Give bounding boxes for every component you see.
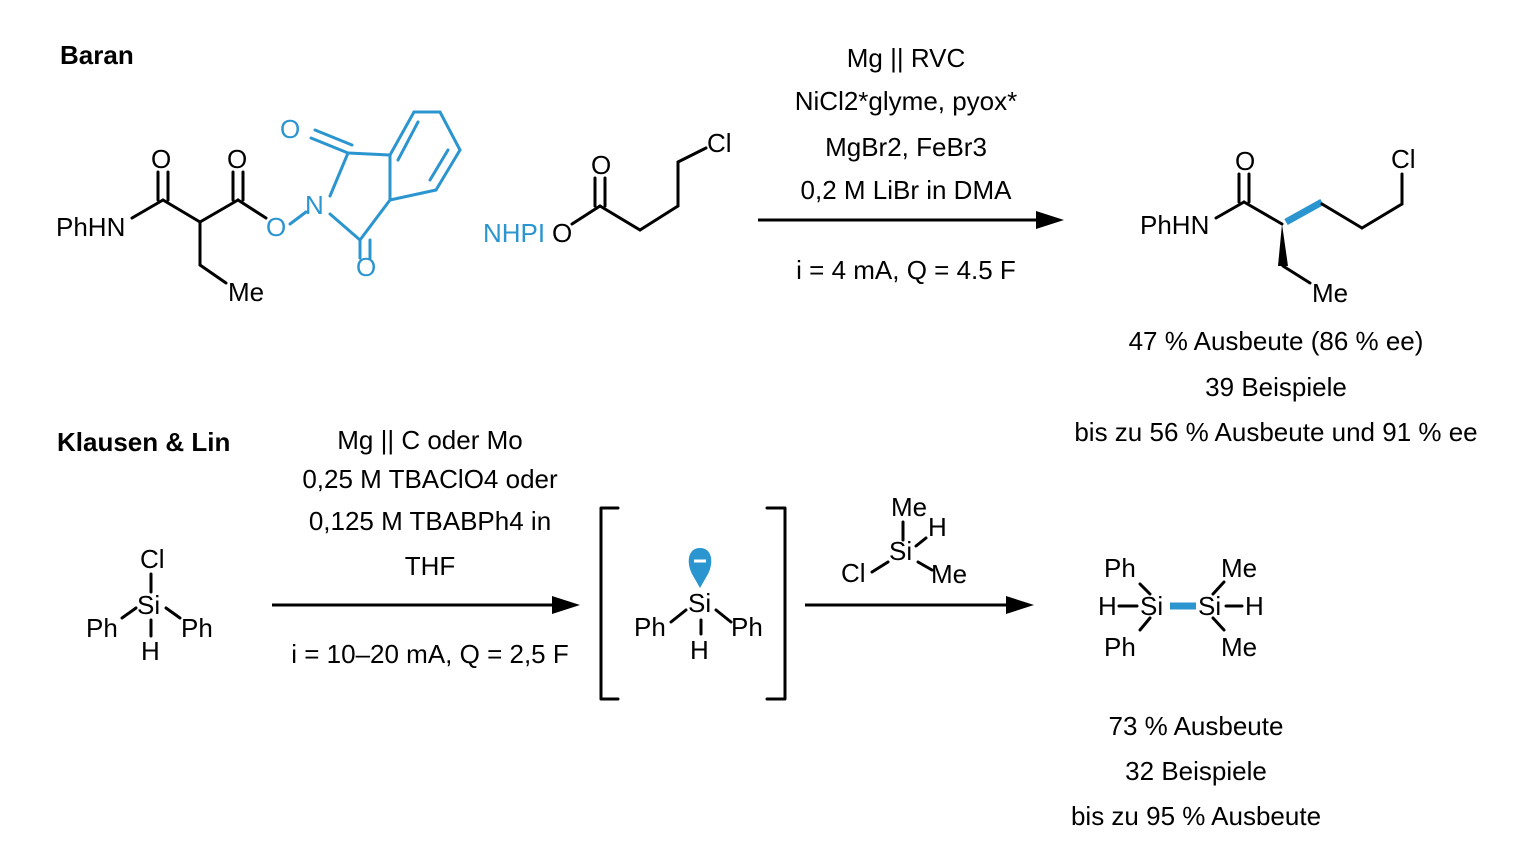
svg-text:Cl: Cl <box>841 558 866 588</box>
baran-header: Baran <box>60 40 134 70</box>
svg-text:NiCl2*glyme, pyox*: NiCl2*glyme, pyox* <box>795 86 1018 116</box>
svg-text:O: O <box>280 114 300 144</box>
svg-text:Ph: Ph <box>181 613 213 643</box>
svg-text:H: H <box>1245 591 1264 621</box>
svg-text:bis zu 95 % Ausbeute: bis zu 95 % Ausbeute <box>1071 801 1321 831</box>
svg-text:O: O <box>356 252 376 282</box>
svg-text:i = 10–20 mA, Q = 2,5 F: i = 10–20 mA, Q = 2,5 F <box>291 639 568 669</box>
svg-text:MgBr2, FeBr3: MgBr2, FeBr3 <box>825 132 987 162</box>
svg-text:Me: Me <box>228 277 264 307</box>
svg-text:Si: Si <box>1140 591 1163 621</box>
svg-text:0,25 M TBAClO4 oder: 0,25 M TBAClO4 oder <box>302 464 558 494</box>
baran-substrate: PhHN O O Me O N O O <box>56 110 462 307</box>
klausen-results: 73 % Ausbeute 32 Beispiele bis zu 95 % A… <box>1071 711 1321 831</box>
svg-text:Cl: Cl <box>707 128 732 158</box>
svg-text:Si: Si <box>1198 591 1221 621</box>
klausen-reagent: Me H Si Cl Me <box>841 492 967 589</box>
svg-text:Me: Me <box>1312 278 1348 308</box>
klausen-product: Ph H Si Ph Si H Me Me <box>1098 553 1264 662</box>
svg-text:Si: Si <box>137 590 160 620</box>
svg-text:Ph: Ph <box>1104 553 1136 583</box>
svg-text:Cl: Cl <box>1391 144 1416 174</box>
svg-text:Cl: Cl <box>140 544 165 574</box>
svg-text:H: H <box>928 512 947 542</box>
svg-text:O: O <box>151 144 171 174</box>
baran-reagent: NHPI O O Cl <box>483 128 732 248</box>
silyl-anion-intermediate: Si Ph Ph H <box>599 506 787 701</box>
svg-text:O: O <box>1235 146 1255 176</box>
svg-text:Mg || C oder Mo: Mg || C oder Mo <box>337 425 522 455</box>
svg-text:Ph: Ph <box>86 613 118 643</box>
svg-text:Me: Me <box>891 492 927 522</box>
svg-text:O: O <box>552 218 572 248</box>
klausen-substrate: Cl Si Ph Ph H <box>86 544 213 666</box>
klausen-header: Klausen & Lin <box>57 427 230 457</box>
svg-text:Ph: Ph <box>731 612 763 642</box>
svg-text:Me: Me <box>1221 553 1257 583</box>
svg-text:39 Beispiele: 39 Beispiele <box>1205 372 1347 402</box>
baran-product: PhHN O Cl Me <box>1140 144 1416 308</box>
svg-text:32 Beispiele: 32 Beispiele <box>1125 756 1267 786</box>
svg-text:PhHN: PhHN <box>56 212 125 242</box>
svg-text:Me: Me <box>1221 632 1257 662</box>
svg-text:Me: Me <box>931 559 967 589</box>
svg-text:Si: Si <box>889 536 912 566</box>
svg-text:47 % Ausbeute (86 % ee): 47 % Ausbeute (86 % ee) <box>1129 326 1424 356</box>
baran-results: 47 % Ausbeute (86 % ee) 39 Beispiele bis… <box>1074 326 1477 447</box>
svg-text:O: O <box>266 212 286 242</box>
svg-text:O: O <box>591 150 611 180</box>
svg-text:H: H <box>1098 591 1117 621</box>
svg-text:NHPI: NHPI <box>483 218 545 248</box>
svg-text:bis zu 56 % Ausbeute und 91 %: bis zu 56 % Ausbeute und 91 % ee <box>1074 417 1477 447</box>
svg-text:THF: THF <box>405 551 456 581</box>
svg-text:O: O <box>227 144 247 174</box>
svg-text:Si: Si <box>688 588 711 618</box>
svg-text:N: N <box>305 190 324 220</box>
svg-text:H: H <box>141 636 160 666</box>
svg-text:Ph: Ph <box>1104 632 1136 662</box>
svg-text:0,2 M LiBr in DMA: 0,2 M LiBr in DMA <box>801 175 1013 205</box>
svg-text:73 % Ausbeute: 73 % Ausbeute <box>1109 711 1284 741</box>
svg-text:H: H <box>690 635 709 665</box>
svg-text:Ph: Ph <box>634 612 666 642</box>
baran-conditions: Mg || RVC NiCl2*glyme, pyox* MgBr2, FeBr… <box>795 43 1018 285</box>
klausen-conditions: Mg || C oder Mo 0,25 M TBAClO4 oder 0,12… <box>291 425 568 669</box>
svg-text:PhHN: PhHN <box>1140 210 1209 240</box>
svg-text:0,125 M TBABPh4 in: 0,125 M TBABPh4 in <box>309 506 551 536</box>
svg-text:i = 4 mA, Q = 4.5 F: i = 4 mA, Q = 4.5 F <box>796 255 1016 285</box>
svg-text:Mg || RVC: Mg || RVC <box>847 43 966 73</box>
